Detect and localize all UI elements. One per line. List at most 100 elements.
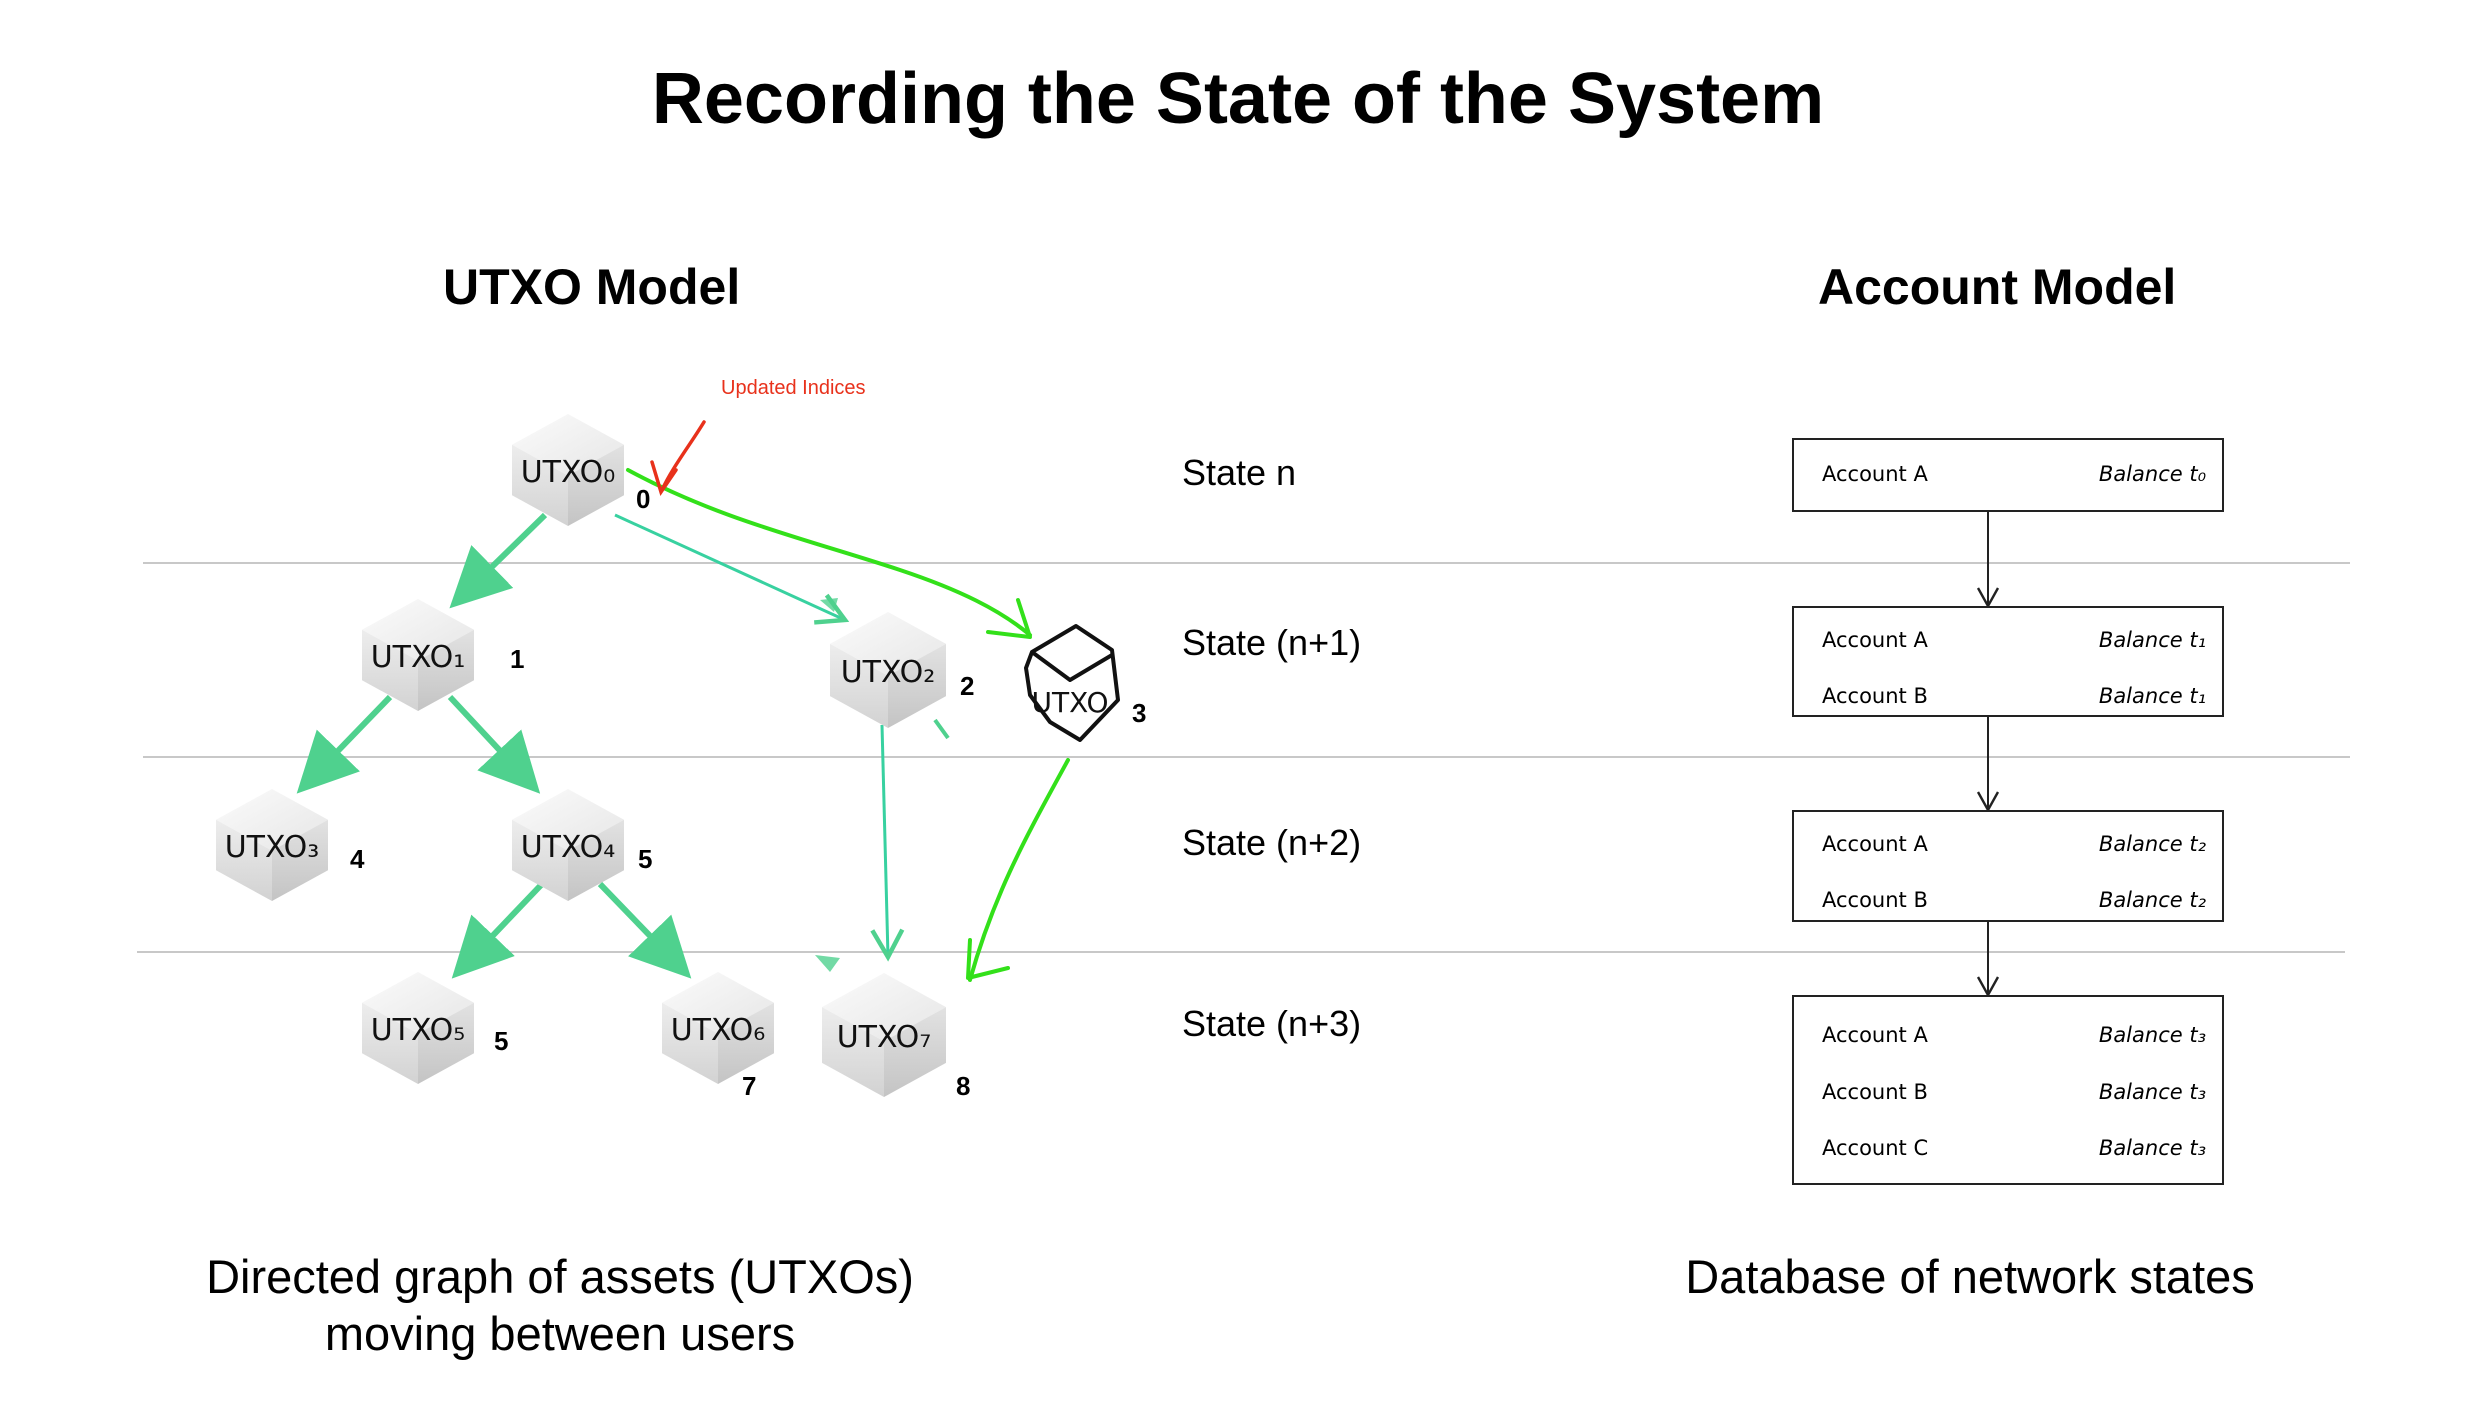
utxo-caption: Directed graph of assets (UTXOs) moving …: [120, 1248, 1000, 1362]
account-name: Account C: [1822, 1136, 1929, 1160]
account-name: Account B: [1822, 1080, 1928, 1104]
account-name: Account A: [1822, 832, 1928, 856]
utxo-node-index: 4: [350, 844, 365, 874]
edge-2-7: [870, 724, 905, 962]
account-balance: Balance t₀: [2098, 462, 2206, 486]
utxo-edges: [296, 512, 950, 979]
cube-face: [512, 414, 624, 476]
updated-indices-annotation: Updated Indices: [721, 377, 866, 399]
account-row: Account A Balance t₂: [1794, 826, 2222, 866]
cube-face: [568, 819, 624, 901]
utxo-caption-line-2: moving between users: [324, 1307, 796, 1360]
cube-face: [822, 973, 946, 1042]
account-state-box-2: Account A Balance t₂ Account B Balance t₂: [1792, 810, 2224, 922]
cube-face: [512, 819, 568, 901]
green-arrow-3-to-7: [968, 758, 1070, 982]
cube-face: [362, 629, 418, 711]
utxo-node-label: UTXO₄: [521, 830, 616, 865]
cube-face: [662, 972, 774, 1034]
utxo-node-8: UTXO₇ 8: [822, 973, 970, 1101]
cube-face: [830, 643, 888, 728]
utxo-node-label: UTXO₅: [371, 1013, 466, 1048]
account-row: Account A Balance t₀: [1794, 456, 2222, 496]
cube-face: [512, 789, 624, 851]
edge-4-6: [597, 881, 692, 979]
edge-0-1: [449, 512, 548, 609]
account-model-heading: Account Model: [1818, 259, 2177, 315]
account-balance: Balance t₁: [2098, 684, 2206, 708]
account-balance: Balance t₃: [2098, 1023, 2206, 1047]
utxo-node-index: 5: [494, 1026, 508, 1056]
cube-face: [512, 444, 568, 526]
utxo-node-4: UTXO₃ 4: [216, 789, 365, 901]
utxo-node-1: UTXO₁ 1: [362, 599, 524, 711]
state-label-1: State (n+1): [1182, 622, 1362, 663]
edge-0-2: [614, 513, 850, 625]
cube-face: [718, 1002, 774, 1084]
account-balance: Balance t₁: [2098, 628, 2206, 652]
account-balance: Balance t₂: [2098, 888, 2206, 912]
cube-face: [362, 599, 474, 661]
edge-1-4: [447, 694, 541, 794]
utxo-node-2: UTXO₂ 2: [830, 612, 974, 728]
account-caption: Database of network states: [1685, 1250, 2255, 1303]
state-label-0: State n: [1182, 452, 1297, 493]
account-row: Account B Balance t₂: [1794, 882, 2222, 922]
utxo-node-6: UTXO₅ 5: [362, 972, 508, 1084]
utxo-node-index: 2: [960, 671, 974, 701]
cube-face: [418, 629, 474, 711]
utxo-node-label: UTXO₆: [671, 1013, 766, 1048]
cube-face: [830, 612, 946, 676]
account-state-box-0: Account A Balance t₀: [1792, 438, 2224, 512]
cube-face: [272, 819, 328, 901]
utxo-node-index: 3: [1132, 698, 1146, 728]
green-annotations: [626, 468, 1070, 982]
account-name: Account A: [1822, 1023, 1928, 1047]
utxo-node-3-sketch: [1024, 624, 1120, 742]
utxo-node-label: UTXO₂: [841, 655, 936, 690]
cube-face: [822, 1007, 884, 1097]
utxo-node-label: UTXO₇: [837, 1020, 932, 1055]
utxo-node-label: UTXO₃: [225, 830, 320, 865]
utxo-node-label: UTXO: [1031, 686, 1108, 719]
utxo-node-index: 5: [638, 844, 652, 874]
account-name: Account B: [1822, 888, 1928, 912]
utxo-node-7: UTXO₆ 7: [662, 972, 774, 1101]
utxo-caption-line-1: Directed graph of assets (UTXOs): [206, 1250, 914, 1303]
cube-face: [662, 1002, 718, 1084]
utxo-node-index: 8: [956, 1071, 970, 1101]
account-balance: Balance t₂: [2098, 832, 2206, 856]
cube-face: [884, 1007, 946, 1097]
utxo-node-index: 0: [636, 484, 650, 514]
cube-face: [216, 789, 328, 851]
edge-4-5: [451, 881, 545, 979]
red-annotation-mark: [650, 420, 706, 497]
page-title: Recording the State of the System: [651, 59, 1825, 139]
account-row: Account A Balance t₃: [1794, 1017, 2222, 1057]
cube-face: [216, 819, 272, 901]
utxo-node-label: UTXO₀: [521, 455, 616, 490]
utxo-node-index: 1: [510, 644, 524, 674]
state-label-3: State (n+3): [1182, 1003, 1362, 1044]
state-label-2: State (n+2): [1182, 822, 1362, 863]
green-arrow-0-to-3: [626, 468, 1032, 637]
utxo-node-3: UTXO 3: [1031, 686, 1146, 728]
utxo-node-label: UTXO₁: [371, 640, 466, 675]
account-name: Account A: [1822, 462, 1928, 486]
cube-face: [568, 444, 624, 526]
cube-face: [888, 643, 946, 728]
utxo-node-0: UTXO₀ 0: [512, 414, 650, 526]
account-name: Account B: [1822, 684, 1928, 708]
utxo-node-index: 7: [742, 1071, 756, 1101]
account-row: Account B Balance t₁: [1794, 678, 2222, 718]
cube-face: [418, 1002, 474, 1084]
utxo-model-heading: UTXO Model: [443, 259, 741, 315]
cube-face: [362, 972, 474, 1034]
utxo-node-5: UTXO₄ 5: [512, 789, 652, 901]
